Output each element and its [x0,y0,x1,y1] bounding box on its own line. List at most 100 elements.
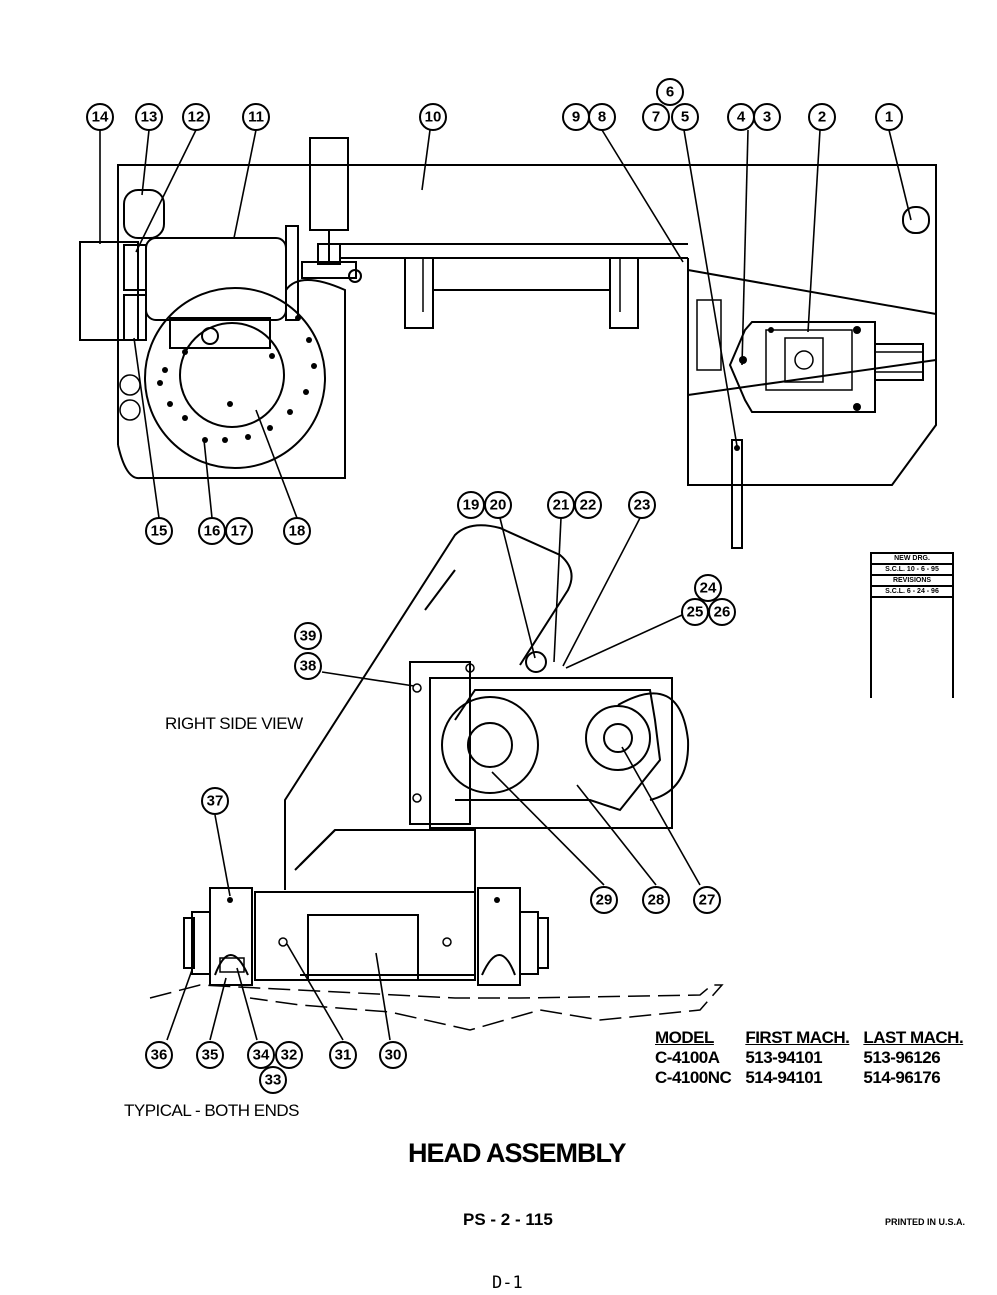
last-mach-cell: 513-96126 [863,1048,941,1067]
svg-text:9: 9 [572,109,580,126]
new-drawing-label: NEW DRG. [872,552,952,563]
last-mach-cell: 514-96176 [863,1068,941,1087]
svg-text:16: 16 [204,523,221,540]
callout-5: 5 [671,103,699,131]
svg-text:28: 28 [648,892,665,909]
callout-19: 19 [457,491,485,519]
svg-text:14: 14 [92,109,109,126]
callout-27: 27 [693,886,721,914]
table-row: C-4100NC 514-94101 514-96176 [655,1068,977,1088]
callout-34: 34 [247,1041,275,1069]
revisions-label: REVISIONS [872,574,952,585]
svg-text:23: 23 [634,497,651,514]
view-label: RIGHT SIDE VIEW [165,714,303,733]
svg-text:22: 22 [580,497,597,514]
svg-text:20: 20 [490,497,507,514]
svg-text:26: 26 [714,604,731,621]
callout-10: 10 [419,103,447,131]
last-mach-header: LAST MACH. [863,1028,964,1047]
callout-1: 1 [875,103,903,131]
svg-text:32: 32 [281,1047,298,1064]
callout-24: 24 [694,574,722,602]
svg-text:10: 10 [425,109,442,126]
model-cell: C-4100A [655,1048,720,1067]
model-table: MODEL FIRST MACH. LAST MACH. C-4100A 513… [655,1028,977,1088]
svg-text:11: 11 [248,109,264,126]
callout-9: 9 [562,103,590,131]
revisions-value: S.C.L. 6 - 24 - 96 [872,585,952,598]
leader-lines [99,129,912,1041]
svg-text:15: 15 [151,523,168,540]
svg-text:36: 36 [151,1047,168,1064]
callout-39: 39 [294,622,322,650]
callout-25: 25 [681,598,709,626]
svg-text:12: 12 [188,109,205,126]
callout-16: 16 [198,517,226,545]
svg-text:38: 38 [300,658,317,675]
callout-14: 14 [86,103,114,131]
callout-12: 12 [182,103,210,131]
callout-30: 30 [379,1041,407,1069]
svg-text:2: 2 [818,109,826,126]
callout-15: 15 [145,517,173,545]
new-drawing-value: S.C.L. 10 - 6 - 95 [872,563,952,574]
callout-18: 18 [283,517,311,545]
svg-text:34: 34 [253,1047,270,1064]
callout-26: 26 [708,598,736,626]
callout-8: 8 [588,103,616,131]
svg-text:21: 21 [553,497,570,514]
model-header: MODEL [655,1028,714,1047]
first-mach-cell: 513-94101 [745,1048,823,1067]
typical-note: TYPICAL - BOTH ENDS [124,1101,300,1120]
callout-22: 22 [574,491,602,519]
top-view-frame [79,137,937,549]
callout-31: 31 [329,1041,357,1069]
callout-36: 36 [145,1041,173,1069]
callout-38: 38 [294,652,322,680]
svg-text:30: 30 [385,1047,402,1064]
callout-20: 20 [484,491,512,519]
page-title: HEAD ASSEMBLY [408,1138,627,1168]
svg-text:39: 39 [300,628,317,645]
printed-note: PRINTED IN U.S.A. [885,1217,966,1227]
callout-23: 23 [628,491,656,519]
callout-4: 4 [727,103,755,131]
callout-7: 7 [642,103,670,131]
callout-29: 29 [590,886,618,914]
callout-28: 28 [642,886,670,914]
svg-text:17: 17 [231,523,248,540]
svg-text:37: 37 [207,793,224,810]
first-mach-cell: 514-94101 [745,1068,823,1087]
right-side-view [149,524,724,1031]
callout-32: 32 [275,1041,303,1069]
svg-text:31: 31 [335,1047,352,1064]
svg-text:29: 29 [596,892,613,909]
model-cell: C-4100NC [655,1068,732,1087]
svg-text:7: 7 [652,109,660,126]
svg-text:24: 24 [700,580,717,597]
table-row: C-4100A 513-94101 513-96126 [655,1048,977,1068]
gearbox-bolts [157,315,317,443]
callout-13: 13 [135,103,163,131]
callout-11: 11 [242,103,270,131]
callout-3: 3 [753,103,781,131]
first-mach-header: FIRST MACH. [745,1028,850,1047]
callout-6: 6 [656,78,684,106]
callout-33: 33 [259,1066,287,1094]
revisions-box: NEW DRG. S.C.L. 10 - 6 - 95 REVISIONS S.… [870,552,954,698]
svg-text:33: 33 [265,1072,282,1089]
svg-text:13: 13 [141,109,158,126]
svg-text:27: 27 [699,892,716,909]
svg-text:18: 18 [289,523,306,540]
svg-text:5: 5 [681,109,689,126]
svg-text:3: 3 [763,109,771,126]
svg-text:35: 35 [202,1047,219,1064]
svg-text:19: 19 [463,497,480,514]
callout-17: 17 [225,517,253,545]
svg-text:1: 1 [885,109,893,126]
callout-2: 2 [808,103,836,131]
svg-text:8: 8 [598,109,606,126]
document-page-label: D-1 [492,1273,523,1293]
svg-text:4: 4 [737,109,746,126]
